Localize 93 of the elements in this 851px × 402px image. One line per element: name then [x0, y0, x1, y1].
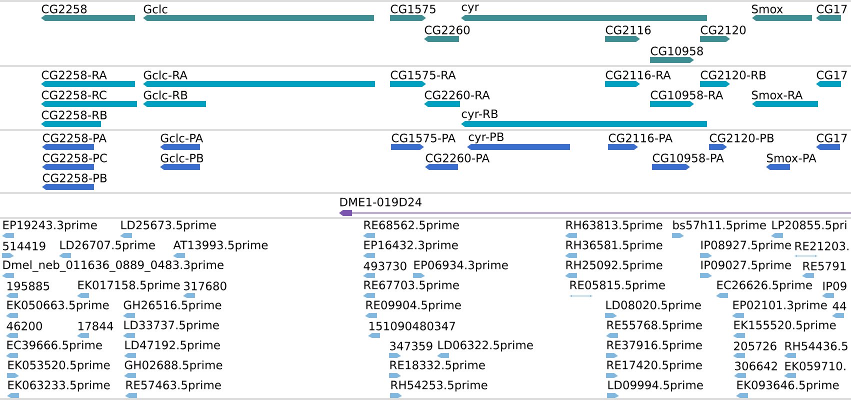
feature-label: LD47192.5prime: [125, 340, 220, 352]
feature-label: CG17: [816, 134, 847, 142]
feature-label: EP06934.3prime: [414, 260, 508, 272]
feature-label: LP20855.5pri: [772, 220, 846, 232]
feature-label: CG2258-PC: [42, 154, 107, 162]
feature-label: LD08020.5prime: [606, 300, 701, 312]
feature-label: bs57h11.5prime: [673, 220, 766, 232]
feature-label: GH26516.5prime: [124, 300, 222, 312]
feature-label: cyr: [462, 4, 480, 14]
feature-label: RH54253.5prime: [391, 380, 488, 392]
feature-label: 306642: [735, 362, 777, 370]
feature-label: EC26626.5prime: [717, 280, 812, 292]
feature-label: CG2258: [42, 4, 87, 14]
feature-label: LD33737.5prime: [124, 320, 219, 332]
feature-label: EK050663.5prime: [7, 300, 109, 312]
feature-label: EP02101.3prime: [733, 300, 827, 312]
feature-label: CG2260: [424, 26, 470, 34]
feature-label: 514419: [3, 242, 46, 250]
feature-label: Gclc-RB: [144, 90, 188, 100]
feature-label: Gclc-PB: [160, 154, 204, 162]
feature-label: RH54436.5: [785, 342, 848, 350]
feature-label: CG2120: [700, 26, 746, 34]
feature-label: LD26707.5prime: [60, 240, 155, 252]
feature-label: RH63813.5prime: [566, 220, 662, 232]
feature-label: RE18332.5prime: [390, 360, 485, 372]
feature-label: 17844: [78, 322, 114, 330]
feature-label: RE21203.: [795, 242, 848, 250]
feature-label: Gclc-RA: [144, 70, 188, 80]
feature-label: Smox: [752, 4, 783, 14]
feature-label: Smox-PA: [766, 154, 816, 162]
feature-label: cyr-PB: [468, 132, 504, 144]
feature-label: RE37916.5prime: [607, 340, 702, 352]
feature-label: CG2120-PB: [710, 134, 774, 142]
feature-label: GH02688.5prime: [124, 360, 222, 372]
feature-label: 493730: [364, 262, 406, 270]
feature-label: EP19243.3prime: [3, 220, 97, 232]
feature-label: RE68562.5prime: [364, 220, 459, 232]
feature-label: LD06322.5prime: [438, 340, 533, 352]
feature-label: RE17420.5prime: [607, 360, 702, 372]
feature-label: Gclc-PA: [160, 134, 204, 142]
feature-label: EK059710.: [785, 362, 846, 370]
feature-label: CG17: [816, 70, 847, 80]
feature-label: EC39666.5prime: [7, 340, 102, 352]
feature-label: CG2116: [606, 26, 651, 34]
feature-label: EK155520.5prime: [734, 320, 836, 332]
feature-label: RE67703.5prime: [364, 280, 459, 292]
feature-label: 195885: [7, 282, 50, 290]
feature-label: RE55768.5prime: [607, 320, 702, 332]
feature-label: CG2116-PA: [608, 134, 673, 142]
feature-label: DME1-019D24: [340, 198, 422, 206]
feature-label: CG2258-RA: [42, 70, 107, 80]
feature-label: CG10958-PA: [652, 154, 724, 162]
feature-label: CG2258-PA: [42, 134, 107, 142]
feature-label: AT13993.5prime: [173, 240, 268, 252]
feature-label: CG2260-RA: [424, 90, 490, 100]
feature-label: CG2120-RB: [700, 70, 766, 80]
feature-label: RE5791: [803, 262, 846, 270]
feature-label: IP08927.5prime: [701, 240, 791, 252]
feature-label: RH25092.5prime: [566, 260, 662, 272]
feature-label: RE57463.5prime: [126, 380, 221, 392]
feature-label: CG10958-RA: [650, 90, 724, 100]
feature-label: 44: [832, 302, 846, 310]
feature-label: LD09994.5prime: [608, 380, 703, 392]
feature-label: EK017158.5prime: [78, 280, 180, 292]
feature-label: RE05815.5prime: [570, 280, 665, 292]
feature-label: CG2116-RA: [606, 70, 671, 80]
feature-label: EK053520.5prime: [8, 360, 110, 372]
feature-label: IP09: [823, 282, 846, 290]
feature-label: IP09027.5prime: [701, 260, 791, 272]
feature-label: EK093646.5prime: [737, 380, 839, 392]
feature-label: CG10958: [650, 46, 703, 56]
feature-label: CG1575-RA: [390, 70, 456, 80]
feature-label: CG1575-PA: [392, 134, 456, 142]
feature-label: CG1575: [390, 4, 436, 14]
feature-label: 151090480347: [369, 322, 455, 330]
feature-label: LD25673.5prime: [121, 220, 216, 232]
feature-label: 46200: [6, 322, 42, 330]
feature-label: EP16432.3prime: [364, 240, 458, 252]
feature-label: Dmel_neb_011636_0889_0483.3prime: [3, 260, 224, 272]
feature-label: Smox-RA: [752, 90, 803, 100]
feature-label: Gclc: [144, 4, 168, 14]
feature-label: RH36581.5prime: [566, 240, 662, 252]
feature-label: CG2258-RC: [42, 90, 106, 100]
feature-label: CG2260-PA: [426, 154, 490, 162]
feature-label: CG2258-PB: [42, 174, 107, 182]
feature-label: 347359: [390, 342, 432, 350]
feature-label: CG17: [816, 4, 847, 14]
feature-label: RE09904.5prime: [366, 300, 461, 312]
feature-label: 317680: [184, 282, 226, 290]
feature-label: CG2258-RB: [42, 110, 107, 120]
feature-label: EK063233.5prime: [8, 380, 110, 392]
feature-label: cyr-RB: [462, 110, 498, 120]
feature-label: 205726: [734, 342, 776, 350]
